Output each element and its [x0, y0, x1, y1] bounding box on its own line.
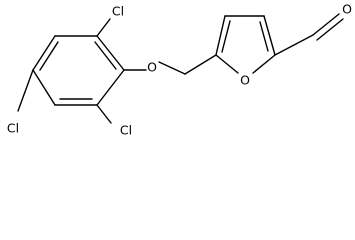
benzene-ring — [32, 35, 125, 106]
atom-cl-top: Cl — [112, 4, 124, 19]
bond-c-cl-right — [96, 104, 112, 124]
bond-o-ch2 — [158, 61, 186, 75]
bond-c-o-double — [312, 13, 340, 36]
bond — [263, 15, 276, 56]
bond-furan-cho — [274, 34, 314, 56]
bond-c-o-double-inner — [316, 18, 344, 41]
bond — [96, 69, 125, 106]
atom-o-furan: O — [240, 73, 250, 88]
double-bond-inner — [94, 41, 117, 70]
bond-ch2-furan — [184, 54, 217, 75]
bond — [252, 54, 276, 74]
atom-o-aldehyde: O — [342, 2, 352, 17]
bond-c-cl-left — [17, 69, 34, 112]
double-bond-inner — [221, 20, 231, 53]
double-bond-inner — [259, 21, 269, 52]
bond — [215, 15, 226, 56]
bond-c-cl-top — [96, 18, 111, 37]
atom-o-ether: O — [147, 60, 157, 75]
atom-cl-right: Cl — [120, 123, 132, 138]
atom-cl-left: Cl — [7, 121, 19, 136]
molecule-structure: Cl Cl Cl O O O — [7, 2, 352, 138]
bond — [32, 69, 56, 106]
bond — [96, 35, 125, 71]
bond — [215, 54, 239, 74]
bond — [32, 35, 56, 71]
furan-ring — [215, 15, 276, 74]
double-bond-inner — [39, 41, 59, 71]
